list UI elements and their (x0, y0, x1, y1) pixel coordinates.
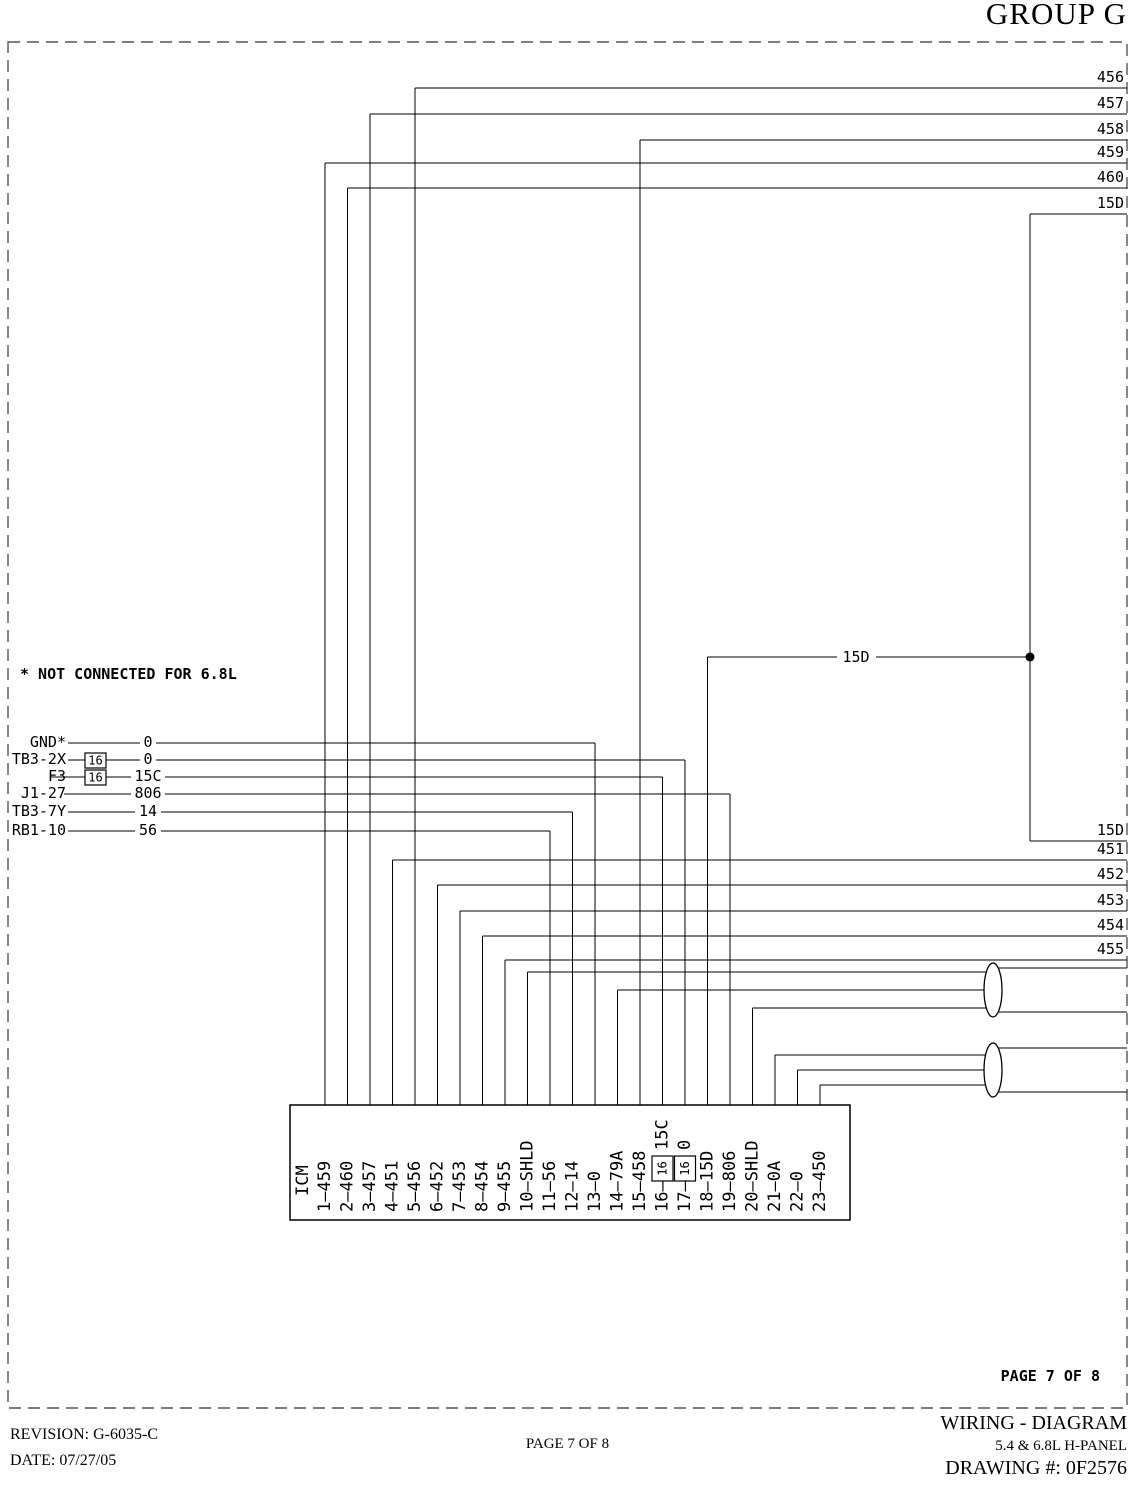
wire-label-806: 806 (134, 784, 161, 802)
drawing-number: DRAWING #: 0F2576 (945, 1457, 1127, 1479)
icm-pin-17-wire: 0 (675, 1140, 695, 1150)
icm-pin-18: 18—15D (698, 1151, 718, 1212)
icm-pin-1: 1—459 (315, 1161, 335, 1212)
icm-label: ICM (293, 1165, 313, 1196)
icm-pin-23: 23—450 (810, 1151, 830, 1212)
icm-pin-21: 21—0A (765, 1161, 785, 1212)
doc-type-text: WIRING - DIAGRAM (940, 1412, 1127, 1434)
wire-label-459: 459 (1097, 143, 1124, 161)
diagram-border (7, 41, 1128, 1409)
wire-label-452: 452 (1097, 865, 1124, 883)
wire-label-456: 456 (1097, 68, 1124, 86)
icm-pin-20: 20—SHLD (743, 1140, 763, 1212)
wire-label-453: 453 (1097, 891, 1124, 909)
icm-pin-12: 12—14 (563, 1161, 583, 1212)
icm-pin-17: 17— (675, 1181, 695, 1212)
revision-text: REVISION: G-6035-C (10, 1426, 158, 1443)
date-text: DATE: 07/27/05 (10, 1452, 117, 1469)
icm-box (289, 1104, 851, 1221)
wire-label-451: 451 (1097, 840, 1124, 858)
icm-pin-5: 5—456 (405, 1161, 425, 1212)
panel-text: 5.4 & 6.8L H-PANEL (995, 1438, 1127, 1454)
cable-connector-lower (983, 1042, 1003, 1098)
icm-pin-9: 9—455 (495, 1161, 515, 1212)
wire-label-15d-bottom: 15D (1097, 821, 1124, 839)
terminal-label-tb3-2x: TB3-2X (12, 750, 66, 768)
icm-pin-16-wire: 15C (653, 1119, 673, 1150)
label-mask (135, 824, 161, 839)
cable-connector-upper (983, 962, 1003, 1018)
gauge-box (84, 752, 107, 769)
label-mask (131, 770, 165, 785)
icm-pin-3: 3—457 (360, 1161, 380, 1212)
junction-dot (1025, 652, 1035, 662)
terminal-label-j1-27: J1-27 (21, 784, 66, 802)
label-mask (140, 736, 156, 751)
label-mask (135, 805, 161, 820)
page-title: GROUP G (985, 0, 1127, 31)
footer-page-label: PAGE 7 OF 8 (525, 1436, 610, 1452)
wire-label-457: 457 (1097, 94, 1124, 112)
icm-pin-13: 13—0 (585, 1171, 605, 1212)
gauge-box (84, 769, 107, 786)
icm-pin-10: 10—SHLD (518, 1140, 538, 1212)
wire-label-454: 454 (1097, 916, 1124, 934)
wire-label-455: 455 (1097, 940, 1124, 958)
icm-pin-19: 19—806 (720, 1151, 740, 1212)
wire-label-460: 460 (1097, 168, 1124, 186)
wire-label-15d-mid: 15D (842, 648, 869, 666)
wire-label-15c: 15C (134, 767, 161, 785)
icm-pin-15: 15—458 (630, 1151, 650, 1212)
wiring-lines (50, 87, 1127, 1105)
icm-pin-4: 4—451 (383, 1161, 403, 1212)
wire-label-14: 14 (139, 802, 157, 820)
wire-label-56: 56 (139, 821, 157, 839)
terminal-label-rb1-10: RB1-10 (12, 821, 66, 839)
icm-pin-7: 7—453 (450, 1161, 470, 1212)
wire-label-0-gnd: 0 (143, 733, 152, 751)
gauge-label: 16 (88, 754, 102, 768)
gauge-label: 16 (656, 1161, 670, 1175)
icm-pin-22: 22—0 (788, 1171, 808, 1212)
icm-pin-11: 11—56 (540, 1161, 560, 1212)
diagram-page-label: PAGE 7 OF 8 (1001, 1367, 1100, 1385)
label-mask (131, 787, 165, 802)
icm-pin-8: 8—454 (473, 1161, 493, 1212)
terminal-label-f3: F3 (48, 767, 66, 785)
icm-pin-6: 6—452 (428, 1161, 448, 1212)
wire-label-15d-top: 15D (1097, 194, 1124, 212)
wire-label-0-tb3: 0 (143, 750, 152, 768)
label-mask (837, 649, 876, 665)
title-block: REVISION: G-6035-C DATE: 07/27/05 PAGE 7… (0, 1408, 1135, 1496)
terminal-label-tb3-7y: TB3-7Y (12, 802, 66, 820)
wire-label-458: 458 (1097, 120, 1124, 138)
gauge-box (651, 1155, 674, 1182)
gauge-label: 16 (678, 1161, 692, 1175)
icm-pin-14: 14—79A (608, 1151, 628, 1212)
gauge-box (673, 1155, 697, 1182)
icm-pin-16: 16— (653, 1181, 673, 1212)
terminal-label-gnd: GND* (30, 733, 66, 751)
label-mask (140, 753, 156, 768)
note-not-connected: * NOT CONNECTED FOR 6.8L (20, 665, 237, 683)
icm-pin-2: 2—460 (338, 1161, 358, 1212)
gauge-label: 16 (88, 771, 102, 785)
